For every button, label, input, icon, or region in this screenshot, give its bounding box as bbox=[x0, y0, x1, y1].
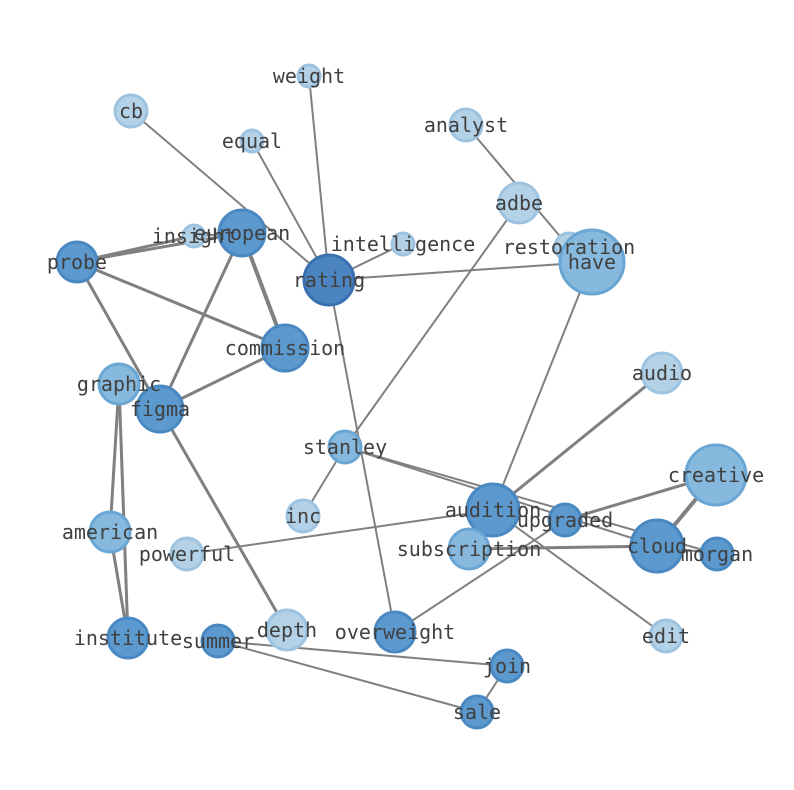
edge-european-figma bbox=[158, 231, 244, 411]
node-label-weight: weight bbox=[273, 64, 345, 88]
node-label-institute: institute bbox=[74, 626, 182, 650]
edge-adbe-stanley bbox=[344, 202, 520, 448]
node-label-subscription: subscription bbox=[397, 537, 542, 561]
node-creative bbox=[684, 443, 748, 507]
node-stanley bbox=[327, 429, 363, 465]
node-label-equal: equal bbox=[222, 129, 282, 153]
node-join bbox=[489, 648, 525, 684]
node-cloud bbox=[629, 518, 685, 574]
edge-have-rating bbox=[328, 261, 593, 281]
node-label-audition: audition bbox=[445, 498, 541, 522]
node-american bbox=[88, 510, 132, 554]
node-label-adbe: adbe bbox=[495, 191, 543, 215]
node-european bbox=[217, 208, 267, 258]
nodes-layer bbox=[55, 63, 748, 730]
edge-graphic-american bbox=[108, 382, 121, 534]
node-label-join: join bbox=[483, 654, 531, 678]
edge-summer-join bbox=[217, 640, 508, 667]
node-morgan bbox=[699, 536, 735, 572]
node-graphic bbox=[97, 362, 141, 406]
node-label-inc: inc bbox=[285, 504, 321, 528]
node-powerful bbox=[169, 536, 205, 572]
node-label-morgan: morgan bbox=[681, 542, 753, 566]
node-analyst bbox=[448, 107, 484, 143]
edge-audio-audition bbox=[491, 371, 664, 512]
node-label-figma: figma bbox=[130, 397, 190, 421]
node-label-rating: rating bbox=[293, 268, 365, 292]
node-cb bbox=[113, 93, 149, 129]
node-label-edit: edit bbox=[642, 624, 690, 648]
edge-summer-sale bbox=[217, 640, 478, 713]
node-weight bbox=[296, 63, 322, 89]
node-label-depth: depth bbox=[257, 618, 317, 642]
node-label-probe: probe bbox=[47, 250, 107, 274]
node-inc bbox=[285, 498, 321, 534]
edge-audition-edit bbox=[492, 509, 667, 637]
node-have bbox=[558, 228, 626, 296]
node-overweight bbox=[373, 610, 417, 654]
node-label-cb: cb bbox=[119, 99, 143, 123]
edge-probe-commission bbox=[75, 260, 287, 350]
node-label-powerful: powerful bbox=[139, 542, 235, 566]
node-subscription bbox=[447, 527, 491, 571]
node-upgraded bbox=[547, 502, 583, 538]
node-label-audio: audio bbox=[632, 361, 692, 385]
edge-graphic-institute bbox=[117, 382, 130, 640]
node-label-creative: creative bbox=[668, 463, 764, 487]
node-label-restoration: restoration bbox=[503, 235, 635, 259]
node-figma bbox=[135, 384, 185, 434]
edge-audition-powerful bbox=[186, 509, 494, 555]
node-edit bbox=[648, 618, 684, 654]
node-summer bbox=[200, 623, 236, 659]
node-label-commission: commission bbox=[225, 336, 345, 360]
edge-weight-rating bbox=[308, 75, 330, 281]
node-rating bbox=[302, 253, 356, 307]
node-label-have: have bbox=[568, 250, 616, 274]
node-label-analyst: analyst bbox=[424, 113, 508, 137]
node-label-insight: insight bbox=[152, 224, 236, 248]
node-intelligence bbox=[390, 231, 416, 257]
edge-subscription-cloud bbox=[467, 544, 659, 551]
node-label-summer: summer bbox=[182, 629, 254, 653]
edge-probe-figma bbox=[75, 260, 162, 411]
edge-figma-depth bbox=[158, 407, 289, 632]
node-depth bbox=[265, 608, 309, 652]
edge-probe-european bbox=[75, 231, 244, 264]
node-label-graphic: graphic bbox=[77, 372, 161, 396]
edge-rating-overweight bbox=[328, 279, 396, 633]
node-sale bbox=[459, 694, 495, 730]
node-audio bbox=[640, 351, 684, 395]
node-label-cloud: cloud bbox=[627, 534, 687, 558]
node-insight bbox=[181, 223, 207, 249]
node-label-intelligence: intelligence bbox=[331, 232, 476, 256]
node-adbe bbox=[497, 181, 541, 225]
node-commission bbox=[260, 323, 310, 373]
edge-upgraded-overweight bbox=[394, 519, 566, 633]
node-label-american: american bbox=[62, 520, 158, 544]
node-probe bbox=[55, 240, 99, 284]
node-institute bbox=[106, 616, 150, 660]
node-label-european: european bbox=[194, 221, 290, 245]
edge-cb-rating bbox=[130, 110, 330, 281]
node-audition bbox=[465, 482, 521, 538]
node-label-sale: sale bbox=[453, 700, 501, 724]
edge-have-audition bbox=[492, 261, 593, 511]
node-equal bbox=[239, 128, 265, 154]
node-label-stanley: stanley bbox=[303, 435, 387, 459]
node-label-upgraded: upgraded bbox=[517, 508, 613, 532]
node-label-overweight: overweight bbox=[335, 620, 455, 644]
